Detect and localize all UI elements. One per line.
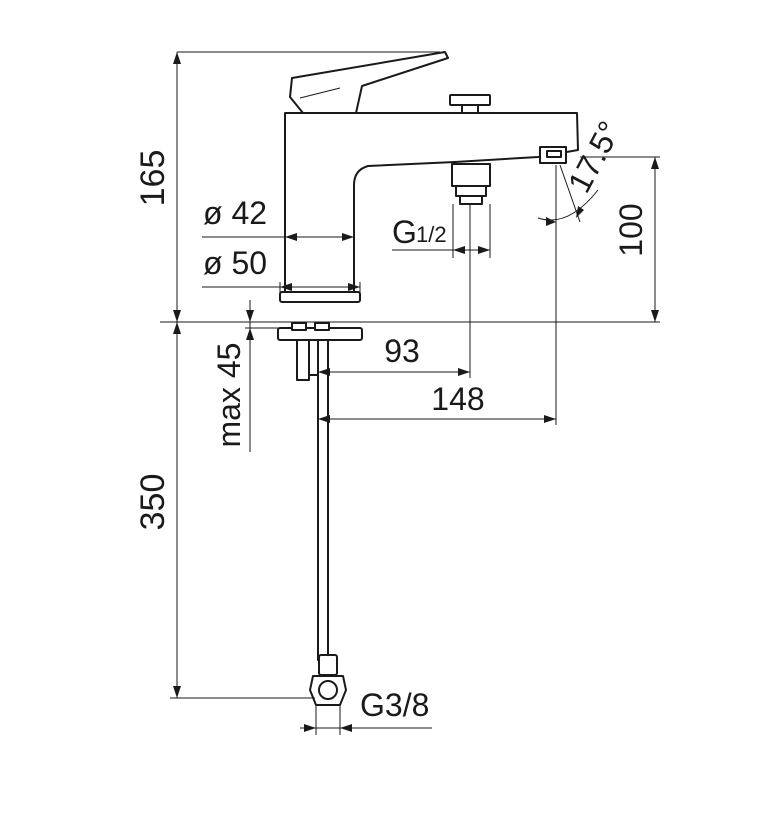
dim-hose-thread [300,705,432,735]
faucet-body [284,112,579,293]
dim-angle [537,164,599,226]
hose-nut [309,654,347,706]
dim-diameter-body [202,233,354,241]
dim-max-deck [245,300,280,452]
label-hose-thread: G3/8 [360,687,429,723]
dim-spout-height [580,156,660,322]
label-height-total: 165 [134,150,172,207]
bath-outlet-connector [451,163,491,205]
aerator-outlet [539,146,567,164]
dim-overall-reach [317,225,557,425]
base-flange [279,291,361,303]
label-diameter-body: ø 42 [203,195,267,231]
label-spout-reach: 93 [384,333,420,369]
label-hose-length: 350 [134,474,172,531]
label-overall-reach: 148 [431,381,484,417]
dim-diameter-base [202,282,361,300]
dim-hose-length [170,322,315,699]
label-spout-thread: G [392,214,417,250]
mounting-washer [277,322,363,341]
flexible-hose [317,339,329,661]
dim-height-total [173,51,440,322]
label-diameter-base: ø 50 [203,245,267,281]
lever-handle [289,51,449,114]
dim-spout-thread [392,204,491,258]
mounting-studs [296,339,320,381]
label-spout-height: 100 [613,203,649,256]
diverter-knob [449,94,491,114]
label-max-deck: max 45 [211,343,247,448]
label-spout-thread-fraction: 1/2 [416,222,447,247]
dim-spout-reach [318,204,471,378]
